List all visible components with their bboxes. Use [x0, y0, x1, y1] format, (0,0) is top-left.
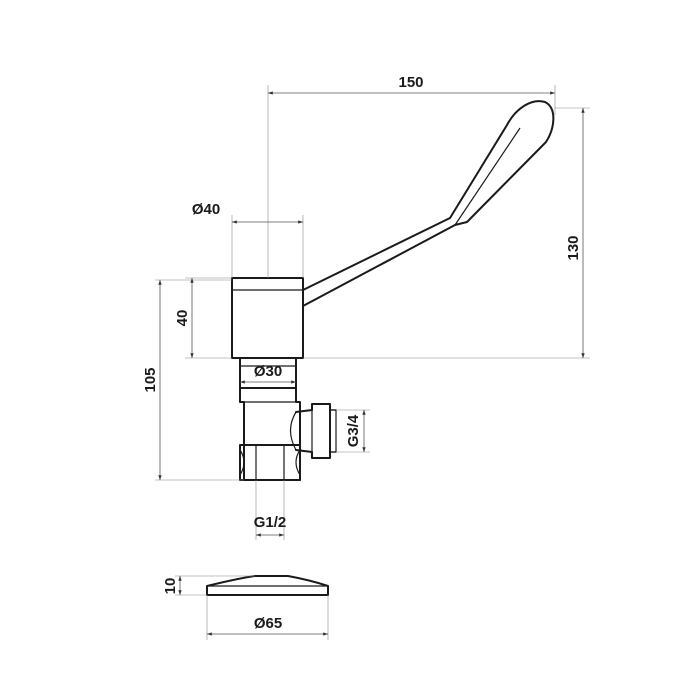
label-diam40: Ø40 — [192, 201, 220, 218]
label-diam30: Ø30 — [254, 363, 282, 380]
label-105: 105 — [142, 367, 159, 392]
label-10: 10 — [162, 578, 179, 595]
side-outlet — [295, 403, 337, 459]
lever-handle — [302, 100, 555, 307]
dimension-labels: 150 130 Ø40 40 105 Ø30 G3/4 G1/2 10 Ø65 — [142, 74, 582, 632]
label-diam65: Ø65 — [254, 615, 282, 632]
label-g34: G3/4 — [345, 414, 362, 447]
label-150: 150 — [398, 74, 423, 91]
rosette — [206, 575, 329, 596]
dimension-lines — [158, 91, 585, 636]
lower-valve-block — [239, 387, 301, 481]
label-130: 130 — [565, 235, 582, 260]
label-g12: G1/2 — [254, 514, 287, 531]
label-40: 40 — [174, 310, 191, 327]
extension-lines — [155, 85, 590, 640]
valve-stem — [239, 357, 297, 389]
valve-body — [231, 277, 304, 359]
